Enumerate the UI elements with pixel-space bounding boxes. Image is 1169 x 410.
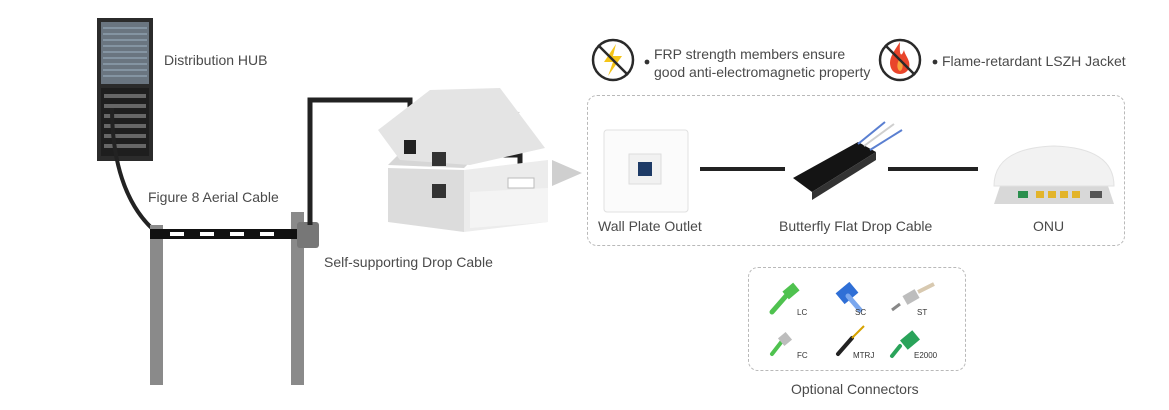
connector-label-lc: LC	[797, 308, 808, 317]
server-rack	[97, 18, 153, 161]
connector-label-e2000: E2000	[914, 351, 938, 360]
e2000-connector-icon	[890, 330, 920, 358]
connector-label-fc: FC	[797, 351, 808, 360]
figure8-cable	[150, 229, 304, 239]
flame-icon	[878, 38, 922, 82]
connector-label-sc: SC	[855, 308, 867, 317]
butterfly-cable	[793, 121, 903, 200]
mtrj-connector-icon	[836, 325, 865, 356]
product-chain-box	[587, 95, 1125, 246]
feature-frp-line1: FRP strength members ensure	[654, 46, 846, 62]
connectors-title: Optional Connectors	[791, 381, 919, 397]
pole-left	[150, 225, 163, 385]
arrow-icon	[552, 160, 582, 186]
hub-label: Distribution HUB	[164, 52, 268, 68]
lightning-icon	[591, 38, 635, 82]
wall-plate-outlet	[603, 129, 689, 213]
connector-label-mtrj: MTRJ	[853, 351, 875, 360]
pole-right	[291, 212, 304, 385]
bullet-dot	[644, 59, 650, 65]
sc-connector-icon	[835, 281, 863, 313]
house	[378, 88, 548, 232]
connectors-box	[748, 267, 966, 371]
aerial-cable-label: Figure 8 Aerial Cable	[148, 189, 279, 205]
lc-connector-icon	[769, 282, 800, 315]
connector-label-st: ST	[917, 308, 928, 317]
st-connector-icon	[891, 282, 935, 312]
hub-cable	[110, 107, 158, 234]
onu-device	[993, 145, 1115, 204]
onu-label: ONU	[1033, 218, 1065, 234]
drop-cable-label: Self-supporting Drop Cable	[324, 254, 493, 270]
feature-lszh: Flame-retardant LSZH Jacket	[942, 53, 1126, 69]
feature-frp-line2: good anti-electromagnetic property	[654, 64, 871, 80]
butterfly-label: Butterfly Flat Drop Cable	[779, 218, 933, 234]
wall-plate-label: Wall Plate Outlet	[598, 218, 702, 234]
bullet-dot	[932, 59, 938, 65]
fc-connector-icon	[770, 331, 793, 356]
cable-clamp	[297, 222, 319, 248]
